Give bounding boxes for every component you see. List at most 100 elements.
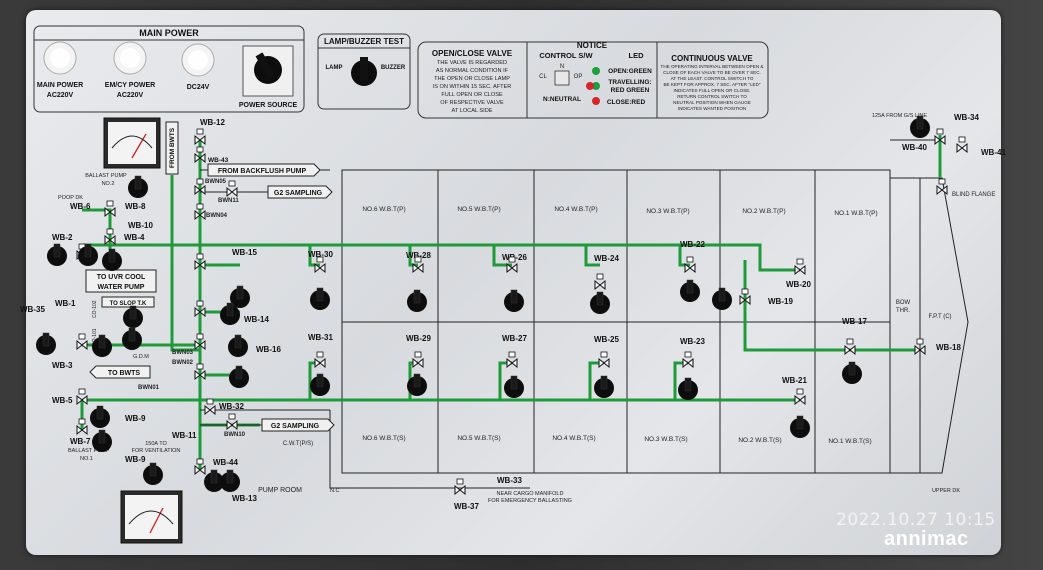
valve-actuator (600, 351, 608, 358)
switch-handle[interactable] (226, 469, 234, 484)
g2-sampling-top-label: G2 SAMPLING (274, 190, 323, 197)
emergency-power-label: EM/CY POWER (105, 82, 155, 89)
switch-handle[interactable] (98, 429, 106, 444)
switch-handle[interactable] (108, 248, 116, 263)
led-travel-red (586, 82, 594, 90)
valve-symbol (194, 259, 206, 271)
from-bwts-label: FROM BWTS (169, 127, 176, 168)
switch-handle[interactable] (413, 373, 421, 388)
valve-actuator (196, 146, 204, 153)
lamp-buzzer-title: LAMP/BUZZER TEST (324, 37, 404, 46)
g2-sampling-bottom-tag (261, 418, 335, 432)
svg-text:NO.1: NO.1 (80, 456, 93, 462)
switch-handle[interactable] (316, 287, 324, 302)
switch-handle[interactable] (686, 279, 694, 294)
valve-symbol (844, 344, 856, 356)
led-label: LED (629, 51, 645, 60)
valve-label-bwn11: BWN11 (218, 198, 239, 204)
valve-actuator (196, 253, 204, 260)
nc-label: N.C (330, 488, 340, 494)
led-open-indicator (592, 67, 600, 75)
switch-handle[interactable] (129, 305, 137, 320)
svg-text:CLOSE:RED: CLOSE:RED (607, 99, 646, 106)
valve-actuator (106, 200, 114, 207)
dc24v-label: DC24V (187, 84, 210, 91)
valve-actuator (916, 338, 924, 345)
tank-label-p2: NO.2 W.B.T(P) (742, 208, 785, 215)
valve-symbol (76, 394, 88, 406)
valve-actuator (846, 338, 854, 345)
tank-label-s4: NO.4 W.B.T(S) (552, 435, 595, 442)
switch-handle[interactable] (510, 289, 518, 304)
svg-text:AS NORMAL CONDITION IF: AS NORMAL CONDITION IF (436, 68, 509, 74)
valve-label-wb22: WB-22 (680, 240, 705, 249)
switch-handle[interactable] (226, 302, 234, 317)
switch-handle[interactable] (134, 175, 142, 190)
switch-handle[interactable] (234, 334, 242, 349)
valve-label-wb9-lower: WB-9 (125, 455, 146, 464)
from-backflush-tag (207, 163, 321, 177)
valve-symbol (506, 357, 518, 369)
switch-handle[interactable] (53, 243, 61, 258)
switch-handle[interactable] (413, 289, 421, 304)
notice-title: NOTICE (577, 41, 608, 50)
valve-actuator (196, 178, 204, 185)
valve-label-wb35: WB-35 (20, 305, 45, 314)
cwt-label: C.W.T(P/S) (283, 441, 313, 447)
valve-actuator (78, 418, 86, 425)
lamp-label: LAMP (326, 65, 343, 71)
poop-dk-label: POOP DK (58, 195, 83, 201)
switch-handle[interactable] (316, 373, 324, 388)
switch-handle[interactable] (42, 332, 50, 347)
switch-handle[interactable] (235, 365, 243, 380)
continuous-valve-text: THE OPERATING INTERVAL BETWEEN OPEN & CL… (661, 64, 764, 111)
switch-handle[interactable] (510, 375, 518, 390)
valve-actuator (196, 128, 204, 135)
valve-label-bwn02: BWN02 (172, 360, 194, 366)
switch-handle[interactable] (84, 243, 92, 258)
switch-handle[interactable] (128, 327, 136, 342)
switch-handle[interactable] (796, 415, 804, 430)
valve-actuator (206, 398, 214, 405)
valve-label-wb3: WB-3 (52, 361, 73, 370)
from-gs-line-label: 125A FROM G/S LINE (872, 113, 927, 119)
valve-symbol (684, 262, 696, 274)
switch-handle[interactable] (236, 285, 244, 300)
valve-actuator (228, 180, 236, 187)
switch-handle[interactable] (848, 361, 856, 376)
gdm-label: G.D.M (133, 354, 149, 360)
switch-handle[interactable] (916, 115, 924, 130)
valve-actuator (684, 351, 692, 358)
valve-symbol (594, 279, 606, 291)
upper-dk-label: UPPER DK (932, 488, 960, 494)
valve-symbol (454, 484, 466, 496)
switch-handle[interactable] (210, 469, 218, 484)
valve-symbol (194, 464, 206, 476)
lamp-buzzer-test-box (317, 33, 411, 110)
switch-handle[interactable] (684, 377, 692, 392)
switch-handle[interactable] (596, 291, 604, 306)
blind-flange-label: BLIND FLANGE (952, 192, 995, 198)
switch-handle[interactable] (98, 334, 106, 349)
switch-handle[interactable] (149, 462, 157, 477)
switch-handle[interactable] (96, 405, 104, 420)
valve-symbol (226, 419, 238, 431)
switch-handle[interactable] (718, 287, 726, 302)
valve-actuator (796, 258, 804, 265)
valve-label-wb11: WB-11 (172, 431, 197, 440)
svg-text:AT LOCAL SIDE: AT LOCAL SIDE (452, 108, 493, 114)
valve-label-wb21: WB-21 (782, 376, 807, 385)
valve-actuator (958, 136, 966, 143)
valve-label-wb5: WB-5 (52, 396, 73, 405)
valve-symbol (794, 394, 806, 406)
switch-handle[interactable] (600, 375, 608, 390)
ventilation-label: 150A TO (145, 441, 167, 447)
co102-label: CO-102 (92, 300, 98, 318)
bow-thr-label: BOW (896, 300, 911, 306)
valve-actuator (316, 351, 324, 358)
ballast-pump-2-label: BALLAST PUMP (85, 173, 127, 179)
power-source-label: POWER SOURCE (239, 102, 298, 109)
tank-label-s1: NO.1 W.B.T(S) (828, 438, 871, 445)
